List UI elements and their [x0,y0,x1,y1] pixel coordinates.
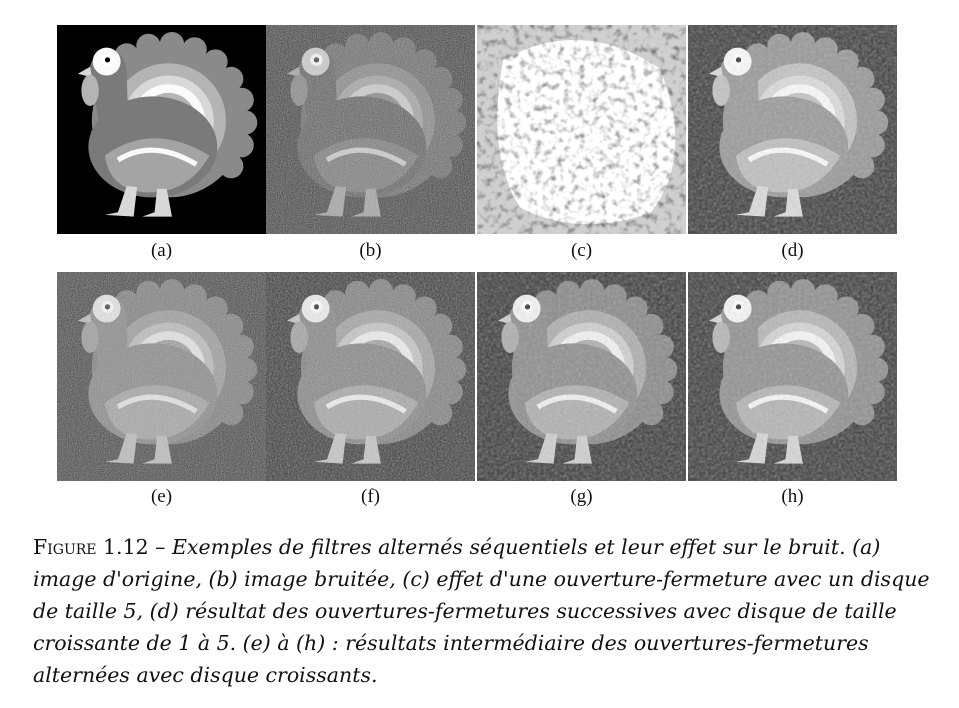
panel-e-label: (e) [150,486,173,507]
turkey-asf-step-2-image [266,272,475,481]
panel-a-label: (a) [150,240,173,261]
panel-a [57,25,266,234]
panel-b [266,25,475,234]
turkey-noisy-image [266,25,475,234]
turkey-asf-step-3-image [477,272,686,481]
panel-g-label: (g) [570,486,593,507]
caption-text: Exemples de filtres alternés séquentiels… [33,535,930,687]
panel-g [477,272,686,481]
figure-number: Figure 1.12 – [33,535,166,559]
panel-d-label: (d) [781,240,804,261]
panel-h [688,272,897,481]
turkey-asf-final-image [688,25,897,234]
panel-b-label: (b) [359,240,382,261]
figure-caption: Figure 1.12 – Exemples de filtres altern… [33,531,933,691]
panel-c-label: (c) [570,240,593,261]
turkey-asf-step-4-image [688,272,897,481]
panel-f-label: (f) [361,486,380,507]
turkey-original-image [57,25,266,234]
turkey-open-close-image [477,25,686,234]
panel-d [688,25,897,234]
panel-h-label: (h) [781,486,804,507]
panel-f [266,272,475,481]
panel-c [477,25,686,234]
turkey-asf-step-1-image [57,272,266,481]
panel-e [57,272,266,481]
